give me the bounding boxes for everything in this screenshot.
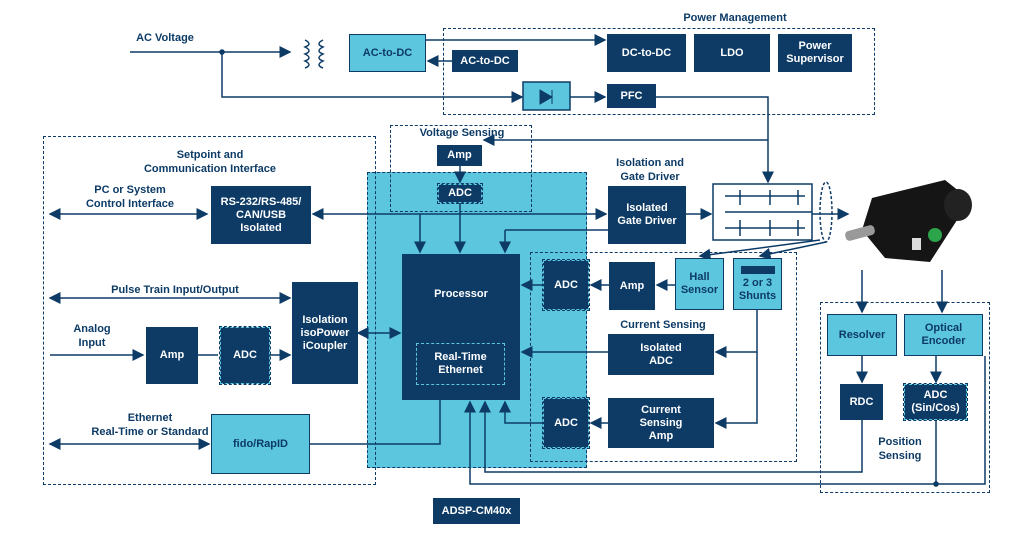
diode-box xyxy=(522,81,571,111)
ldo-block: LDO xyxy=(694,34,770,72)
resolver-block: Resolver xyxy=(827,314,897,356)
motor-image xyxy=(845,180,972,262)
hall-sensor-block: Hall Sensor xyxy=(675,258,724,310)
real-time-ethernet-block: Real-Time Ethernet xyxy=(416,343,505,385)
ac-to-dc-block: AC-to-DC xyxy=(349,34,426,72)
current-sensing-label: Current Sensing xyxy=(620,319,706,331)
analog-amp-block: Amp xyxy=(146,327,198,384)
shunts-block: 2 or 3 Shunts xyxy=(733,258,782,310)
analog-input-label: Analog Input xyxy=(73,323,111,349)
adc-lower-block: ADC xyxy=(542,397,590,449)
power-management-label: Power Management xyxy=(683,12,787,24)
voltage-adc-block: ADC xyxy=(437,183,483,204)
shunt-resistor-icon xyxy=(740,265,775,274)
isolation-gate-label: Isolation and Gate Driver xyxy=(616,157,684,183)
pc-control-label: PC or System Control Interface xyxy=(85,184,174,210)
adc-sincos-block: ADC (Sin/Cos) xyxy=(903,383,968,421)
isolated-adc-block: Isolated ADC xyxy=(608,334,714,375)
rs232-block: RS-232/RS-485/ CAN/USB Isolated xyxy=(211,186,311,244)
setpoint-label: Setpoint and Communication Interface xyxy=(143,149,277,175)
power-management-region xyxy=(443,28,875,115)
ac-voltage-label: AC Voltage xyxy=(136,32,194,44)
current-amp-small-block: Amp xyxy=(609,262,655,310)
fido-rapid-block: fido/RapID xyxy=(211,414,310,474)
position-sensing-region xyxy=(820,302,990,493)
position-sensing-label: Position Sensing xyxy=(878,436,922,462)
current-sensing-amp-block: Current Sensing Amp xyxy=(608,398,714,448)
setpoint-region xyxy=(43,136,376,485)
power-supervisor-block: Power Supervisor xyxy=(778,34,852,72)
shunts-label: 2 or 3 Shunts xyxy=(738,276,777,302)
voltage-amp-block: Amp xyxy=(437,145,482,166)
ac-to-dc-secondary-block: AC-to-DC xyxy=(452,50,518,72)
adc-upper-block: ADC xyxy=(542,259,590,311)
gate-driver-block: Isolated Gate Driver xyxy=(608,186,686,244)
processor-label: Processor xyxy=(434,288,488,300)
pulse-train-label: Pulse Train Input/Output xyxy=(111,284,239,296)
ethernet-label: Ethernet Real-Time or Standard xyxy=(91,412,209,438)
rdc-block: RDC xyxy=(840,384,883,420)
optical-encoder-block: Optical Encoder xyxy=(904,314,983,356)
analog-adc-block: ADC xyxy=(219,326,271,385)
dc-to-dc-block: DC-to-DC xyxy=(607,34,686,72)
voltage-sensing-label: Voltage Sensing xyxy=(419,127,505,139)
pfc-block: PFC xyxy=(607,84,656,108)
adsp-cm40x-label: ADSP-CM40x xyxy=(433,498,520,524)
isolation-icoupler-block: Isolation isoPower iCoupler xyxy=(292,282,358,384)
